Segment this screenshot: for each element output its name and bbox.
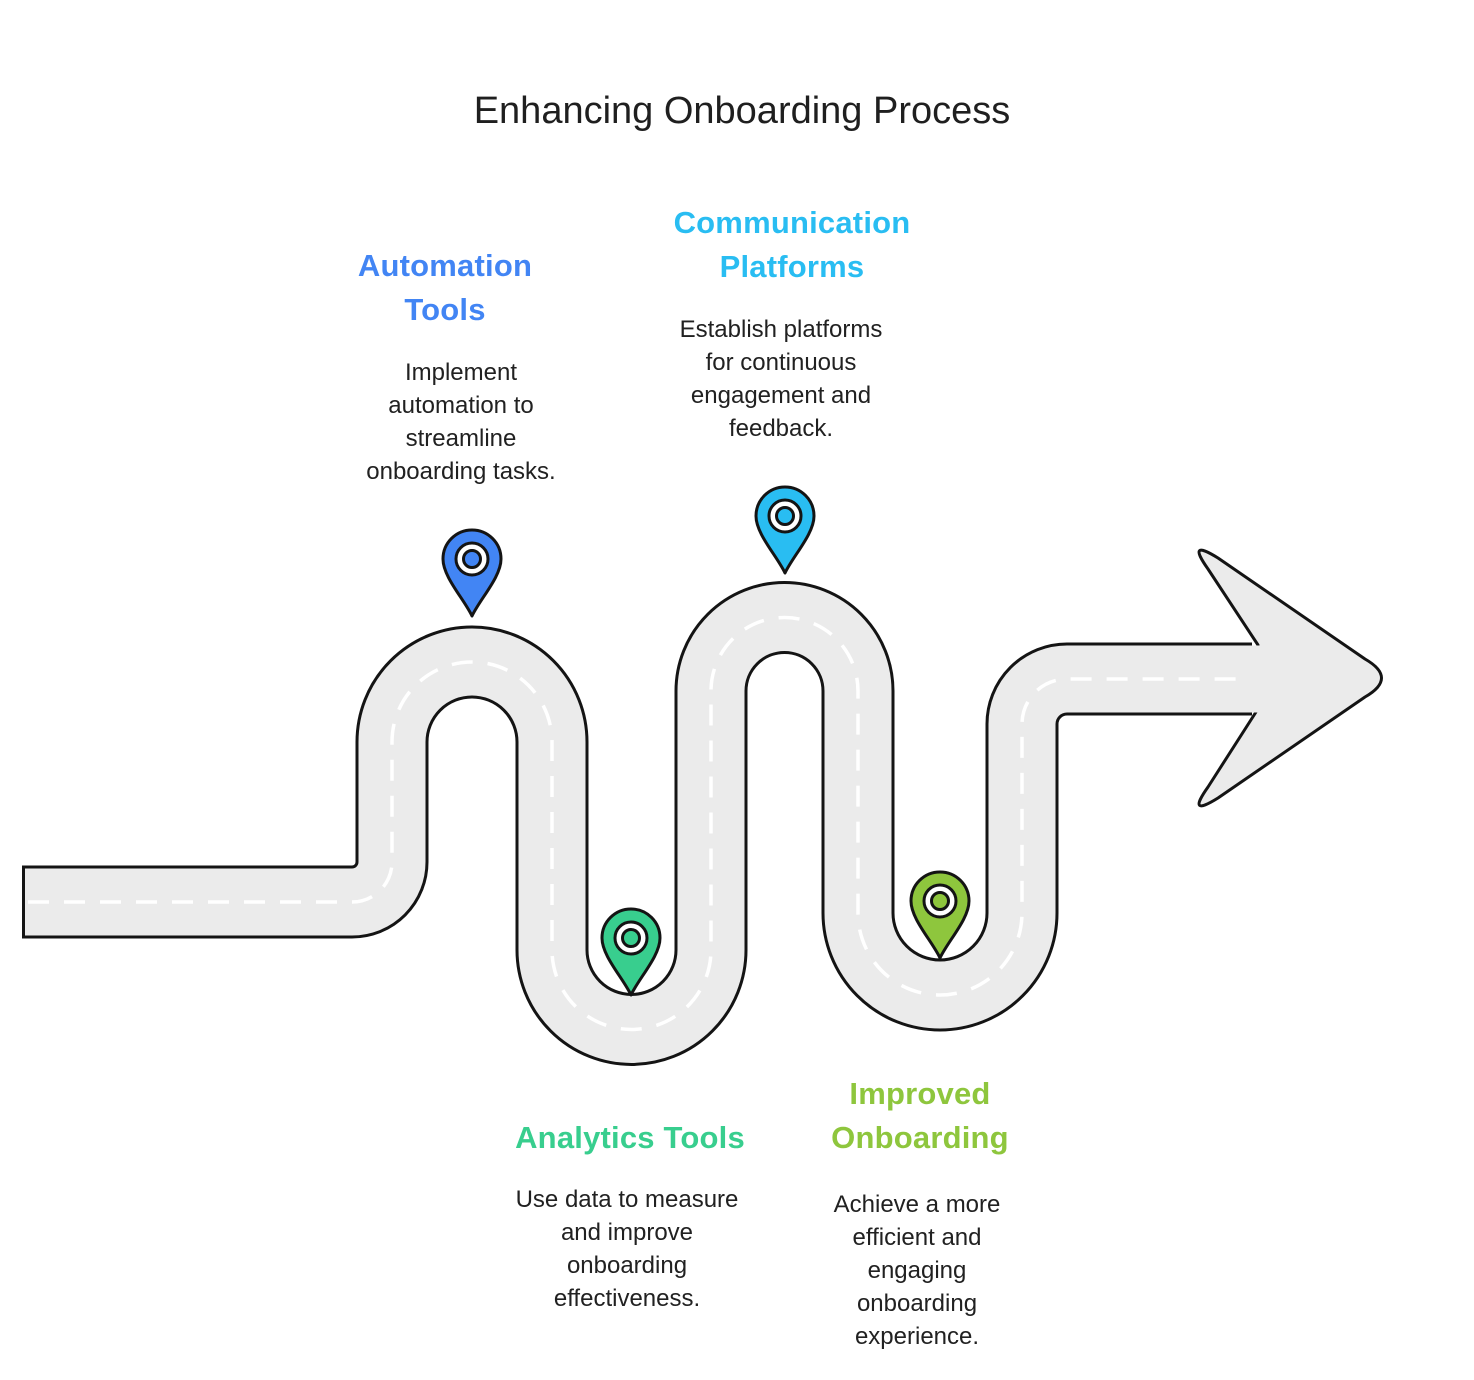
milestone-description-analytics-tools: Use data to measure and improve onboardi… xyxy=(515,1186,739,1312)
pin-dot xyxy=(930,891,950,911)
milestone-heading-improved-onboarding: Improved Onboarding xyxy=(831,1076,1009,1155)
arrowhead xyxy=(1197,548,1383,808)
milestone-pin-communication-platforms xyxy=(754,485,816,575)
milestone-description-improved-onboarding: Achieve a more efficient and engaging on… xyxy=(833,1191,1001,1350)
page-title: Enhancing Onboarding Process xyxy=(473,90,1011,132)
milestone-heading-communication-platforms: Communication Platforms xyxy=(673,205,911,284)
pin-dot xyxy=(775,506,795,526)
milestone-pin-analytics-tools xyxy=(600,907,662,997)
milestone-heading-automation-tools: Automation Tools xyxy=(357,248,533,327)
milestone-description-communication-platforms: Establish platforms for continuous engag… xyxy=(679,316,883,442)
pin-dot xyxy=(462,549,482,569)
milestone-heading-analytics-tools: Analytics Tools xyxy=(515,1120,745,1155)
milestone-pin-improved-onboarding xyxy=(909,870,971,960)
milestone-pin-automation-tools xyxy=(441,528,503,618)
road-centerline xyxy=(28,615,1238,1032)
milestone-description-automation-tools: Implement automation to streamline onboa… xyxy=(366,359,556,485)
pin-dot xyxy=(621,928,641,948)
